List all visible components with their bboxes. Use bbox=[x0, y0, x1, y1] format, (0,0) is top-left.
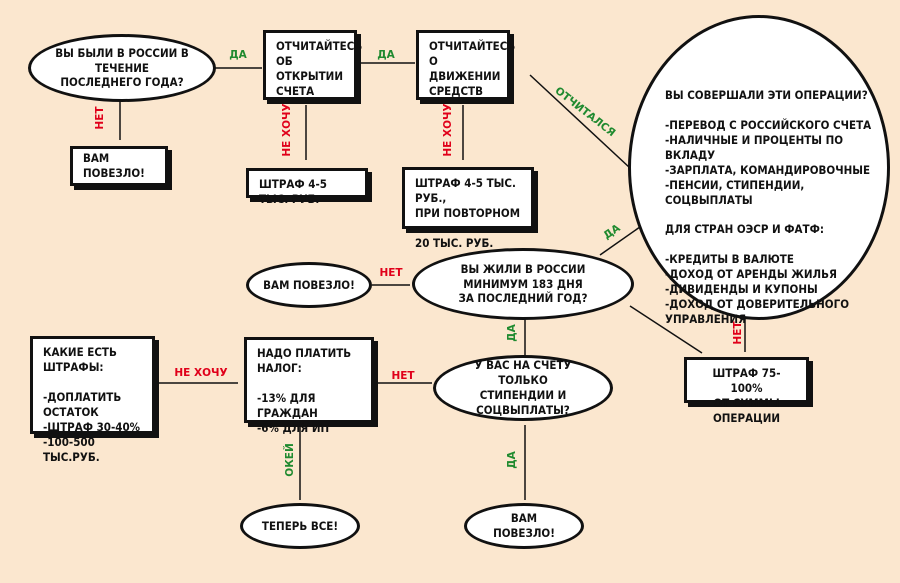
label-no-4: НЕТ bbox=[391, 370, 415, 382]
question-in-russia-last-year: ВЫ БЫЛИ В РОССИИ В ТЕЧЕНИЕ ПОСЛЕДНЕГО ГО… bbox=[28, 34, 216, 102]
fine-box-2: ШТРАФ 4-5 ТЫС. РУБ., ПРИ ПОВТОРНОМ — 20 … bbox=[402, 167, 534, 250]
label-dont-want-2: НЕ ХОЧУ bbox=[442, 103, 454, 157]
label-ok: ОКЕЙ bbox=[284, 443, 296, 477]
label-no-2: НЕТ bbox=[379, 267, 403, 279]
fine-box-1: ШТРАФ 4-5 ТЫС. РУБ. bbox=[246, 168, 368, 206]
edge-report-flow-to-operations bbox=[529, 74, 631, 169]
question-183-days: ВЫ ЖИЛИ В РОССИИ МИНИМУМ 183 ДНЯ ЗА ПОСЛ… bbox=[412, 248, 634, 320]
label-yes-5: ДА bbox=[506, 451, 518, 469]
label-yes-4: ДА bbox=[506, 324, 518, 342]
lucky-ellipse-2: ВАМ ПОВЕЗЛО! bbox=[246, 262, 372, 308]
edge-q183-to-fine3 bbox=[629, 305, 703, 354]
report-account-opening-box: ОТЧИТАЙТЕСЬ ОБ ОТКРЫТИИ СЧЕТА bbox=[263, 30, 362, 100]
label-no-1: НЕТ bbox=[94, 106, 106, 130]
lucky-ellipse-3: ВАМ ПОВЕЗЛО! bbox=[464, 503, 584, 549]
operations-question-ellipse: ВЫ СОВЕРШАЛИ ЭТИ ОПЕРАЦИИ? -ПЕРЕВОД С РО… bbox=[628, 15, 890, 326]
question-only-stipends: У ВАС НА СЧЕТУ ТОЛЬКО СТИПЕНДИИ И СОЦВЫП… bbox=[433, 355, 613, 421]
label-no-3: НЕТ bbox=[732, 321, 744, 345]
lucky-box-1: ВАМ ПОВЕЗЛО! bbox=[70, 146, 168, 186]
pay-tax-box: НАДО ПЛАТИТЬ НАЛОГ: -13% ДЛЯ ГРАЖДАН -6%… bbox=[244, 337, 374, 435]
done-ellipse: ТЕПЕРЬ ВСЕ! bbox=[240, 503, 360, 549]
fines-list-box: КАКИЕ ЕСТЬ ШТРАФЫ: -ДОПЛАТИТЬ ОСТАТОК -Ш… bbox=[30, 336, 155, 464]
report-money-flow-box: ОТЧИТАЙТЕСЬ О ДВИЖЕНИИ СРЕДСТВ bbox=[416, 30, 515, 100]
label-yes-1: ДА bbox=[229, 49, 247, 61]
fine-box-3: ШТРАФ 75-100% ОТ СУММЫ ОПЕРАЦИИ bbox=[684, 357, 809, 425]
label-dont-want-3: НЕ ХОЧУ bbox=[174, 367, 228, 379]
label-yes-2: ДА bbox=[377, 49, 395, 61]
operations-question-text: ВЫ СОВЕРШАЛИ ЭТИ ОПЕРАЦИИ? -ПЕРЕВОД С РО… bbox=[665, 88, 872, 327]
label-dont-want-1: НЕ ХОЧУ bbox=[281, 103, 293, 157]
